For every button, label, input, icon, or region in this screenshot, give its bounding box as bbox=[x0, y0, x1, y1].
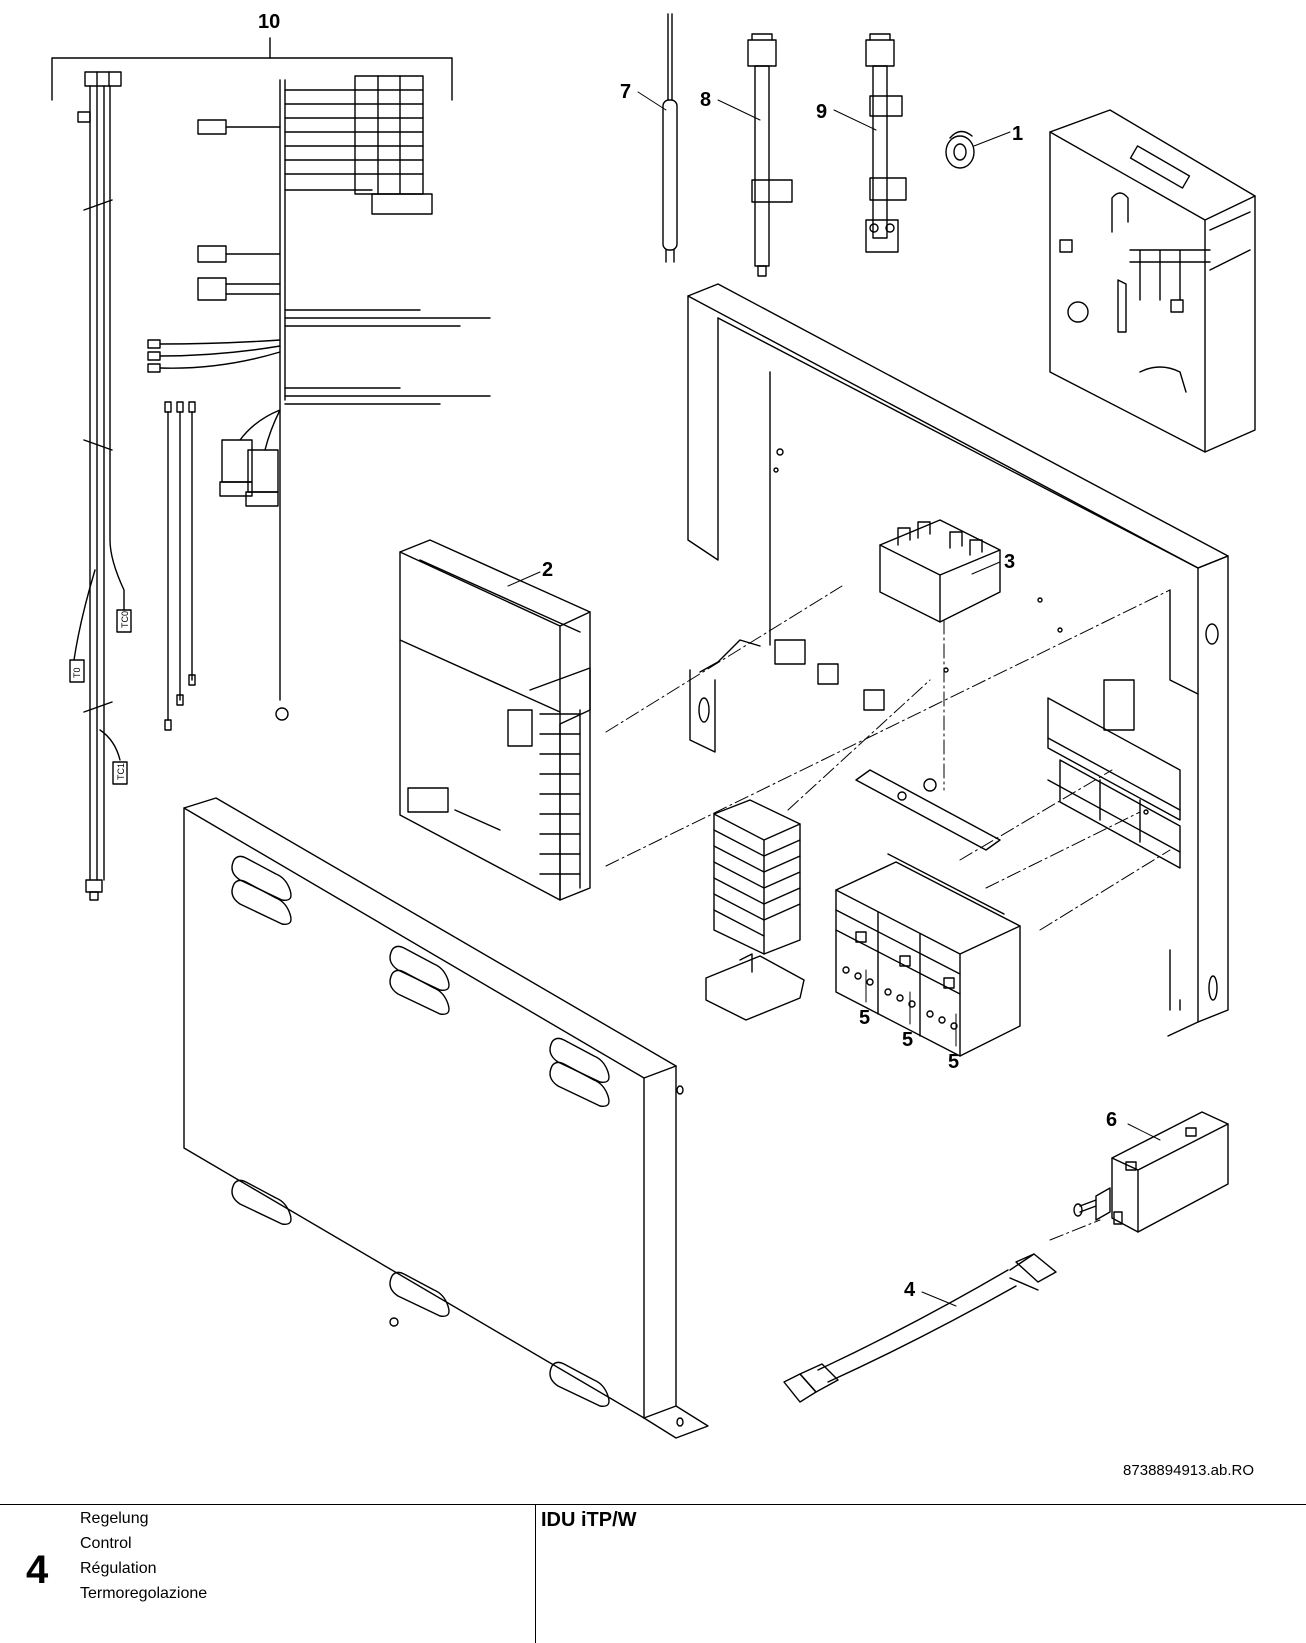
callout-5a: 5 bbox=[859, 1007, 870, 1029]
chapter-number: 4 bbox=[26, 1548, 49, 1592]
assembly-lines bbox=[605, 585, 1171, 1241]
chapter-name-fr: Régulation bbox=[80, 1560, 157, 1577]
control-unit-housing bbox=[1049, 109, 1256, 453]
part-10-wiring-harness bbox=[51, 37, 491, 901]
callout-6: 6 bbox=[1106, 1109, 1117, 1131]
chapter-name-de: Regelung bbox=[80, 1510, 149, 1527]
terminal-blocks bbox=[705, 799, 805, 1021]
footer-divider bbox=[535, 1504, 536, 1643]
callout-9: 9 bbox=[816, 101, 827, 123]
chapter-name-it: Termoregolazione bbox=[80, 1585, 208, 1602]
chapter-names: Regelung Control Régulation Termoregolaz… bbox=[80, 1506, 207, 1606]
part-1-clip bbox=[945, 130, 975, 169]
part-3-transformer bbox=[879, 519, 1001, 623]
callout-3: 3 bbox=[1004, 551, 1015, 573]
footer-rule bbox=[0, 1504, 1306, 1505]
mounting-backplate bbox=[687, 283, 1229, 1037]
callout-7: 7 bbox=[620, 81, 631, 103]
callout-1: 1 bbox=[1012, 123, 1023, 145]
part-8-cable bbox=[747, 33, 793, 277]
callout-labels: 10 7 8 9 1 2 3 5 5 5 6 4 TC0 T0 TC1 bbox=[72, 11, 1117, 1301]
callout-4: 4 bbox=[904, 1279, 916, 1301]
sensor-tag-tc1: TC1 bbox=[116, 763, 126, 780]
exploded-parts-diagram: 10 7 8 9 1 2 3 5 5 5 6 4 TC0 T0 TC1 bbox=[51, 11, 1256, 1439]
chapter-name-en: Control bbox=[80, 1535, 132, 1552]
callout-8: 8 bbox=[700, 89, 711, 111]
part-4-cable bbox=[783, 1253, 1057, 1403]
document-id: 8738894913.ab.RO bbox=[1123, 1462, 1254, 1479]
sensor-tag-t0: T0 bbox=[72, 667, 82, 678]
front-cover-panel bbox=[183, 797, 709, 1439]
part-5-contactors bbox=[835, 853, 1021, 1057]
callout-5b: 5 bbox=[902, 1029, 913, 1051]
callout-2: 2 bbox=[542, 559, 553, 581]
callout-5c: 5 bbox=[948, 1051, 959, 1073]
part-9-cable bbox=[865, 33, 907, 253]
part-2-control-module bbox=[399, 539, 591, 901]
sensor-tag-tc0: TC0 bbox=[120, 611, 130, 628]
callout-10: 10 bbox=[258, 11, 280, 33]
part-7-sensor bbox=[662, 13, 678, 263]
part-6-module bbox=[1073, 1111, 1229, 1233]
model-title: IDU iTP/W bbox=[541, 1509, 637, 1531]
leader-lines bbox=[507, 91, 1161, 1307]
